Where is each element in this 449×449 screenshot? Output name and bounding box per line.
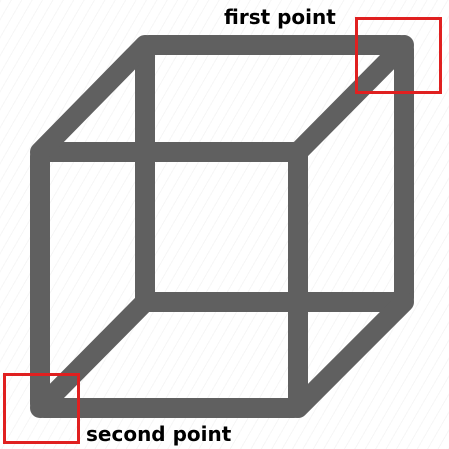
second-point-label: second point — [86, 422, 232, 446]
cube-back-face — [135, 35, 414, 312]
first-point-marker — [355, 17, 442, 94]
cube-front-face — [30, 142, 308, 418]
cube-edge-bottom-right — [288, 292, 414, 418]
cube-edge-bottom-left — [30, 292, 155, 418]
cube-edge-top-right — [288, 35, 414, 162]
first-point-label: first point — [224, 5, 336, 29]
cube-edge-top-left — [30, 35, 155, 162]
second-point-marker — [3, 373, 80, 444]
